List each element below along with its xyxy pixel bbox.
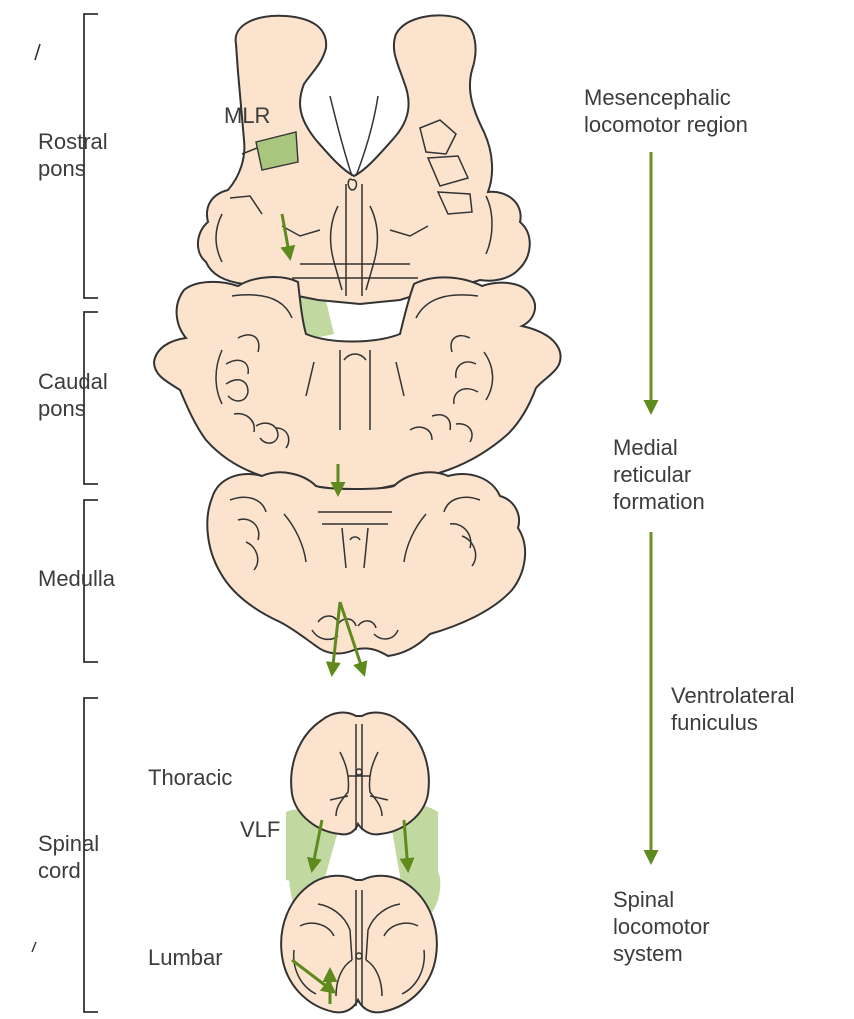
stray-mark-2 (32, 942, 36, 952)
label-spinal-cord: Spinal cord (38, 830, 99, 884)
rostral-pons-section (198, 15, 530, 304)
label-lumbar: Lumbar (148, 944, 223, 971)
lumbar-outline (281, 876, 437, 1013)
thoracic-outline (291, 713, 429, 835)
label-ventrolateral-funiculus: Ventrolateral funiculus (671, 682, 795, 736)
rostral-pons-line-2: pons (38, 155, 108, 182)
label-thoracic: Thoracic (148, 764, 232, 791)
spinal-locomotor-line-3: system (613, 940, 710, 967)
spinal-cord-line-2: cord (38, 857, 99, 884)
label-medial-reticular-formation: Medial reticular formation (613, 434, 705, 515)
label-spinal-locomotor-system: Spinal locomotor system (613, 886, 710, 967)
label-mlr: MLR (224, 102, 270, 129)
mesencephalic-line-1: Mesencephalic (584, 84, 748, 111)
stray-mark (35, 44, 40, 60)
label-vlf: VLF (240, 816, 280, 843)
spinal-locomotor-line-2: locomotor (613, 913, 710, 940)
label-medulla: Medulla (38, 565, 115, 592)
caudal-pons-line-2: pons (38, 395, 108, 422)
mesencephalic-line-2: locomotor region (584, 111, 748, 138)
rostral-pons-outline (198, 15, 530, 304)
thoracic-section (291, 713, 429, 835)
ventrolateral-line-1: Ventrolateral (671, 682, 795, 709)
caudal-pons-outline (154, 277, 561, 494)
medulla-section (207, 472, 525, 656)
caudal-pons-section (154, 277, 561, 494)
label-rostral-pons: Rostral pons (38, 128, 108, 182)
lumbar-section (281, 876, 437, 1013)
label-caudal-pons: Caudal pons (38, 368, 108, 422)
label-mesencephalic-locomotor-region: Mesencephalic locomotor region (584, 84, 748, 138)
medial-reticular-line-2: reticular (613, 461, 705, 488)
ventrolateral-line-2: funiculus (671, 709, 795, 736)
caudal-pons-line-1: Caudal (38, 368, 108, 395)
medial-reticular-line-3: formation (613, 488, 705, 515)
medulla-line-1: Medulla (38, 565, 115, 592)
medial-reticular-line-1: Medial (613, 434, 705, 461)
spinal-locomotor-line-1: Spinal (613, 886, 710, 913)
rostral-pons-line-1: Rostral (38, 128, 108, 155)
spinal-cord-line-1: Spinal (38, 830, 99, 857)
